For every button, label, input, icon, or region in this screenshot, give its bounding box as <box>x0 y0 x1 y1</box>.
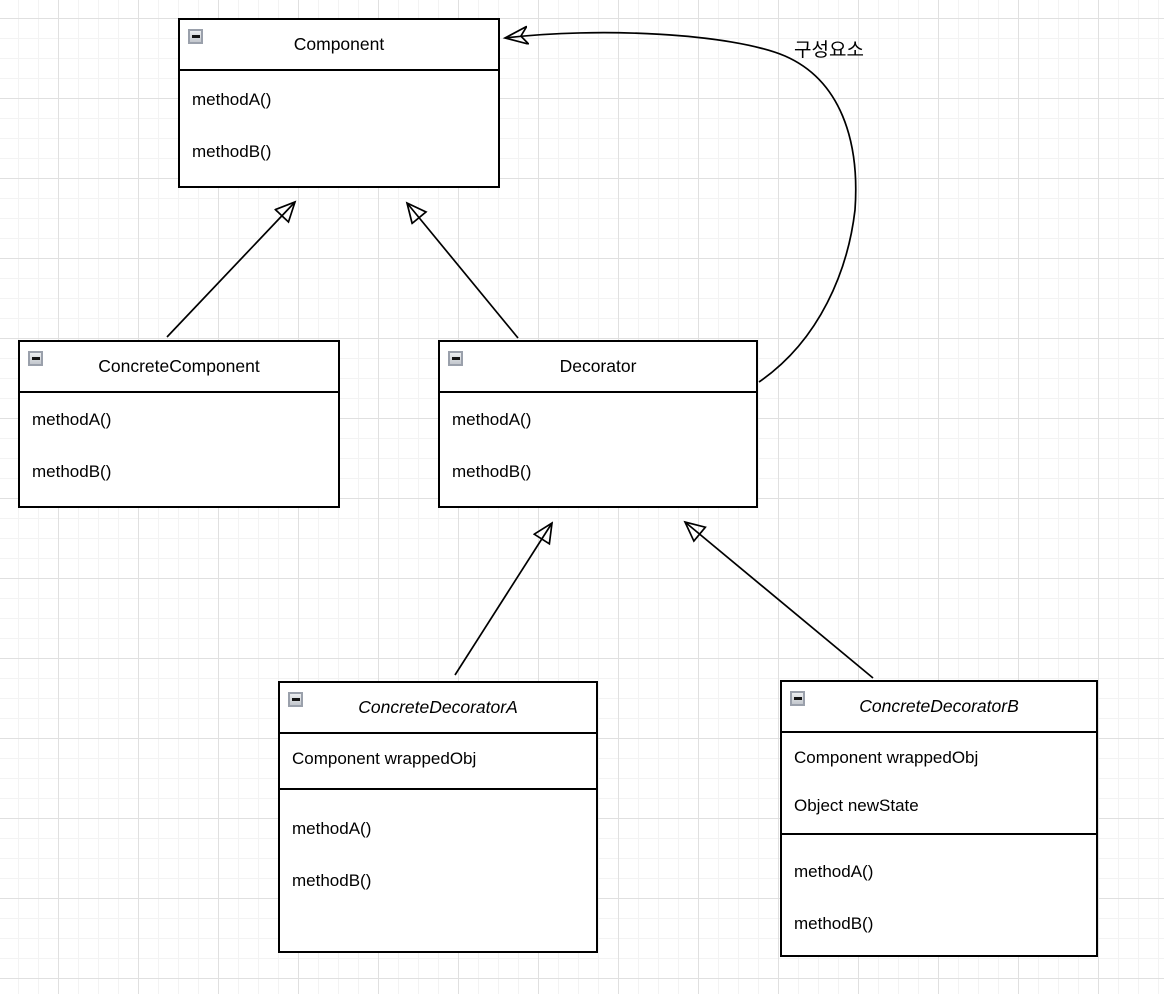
method-row: methodA() <box>452 410 532 429</box>
method-row: methodB() <box>32 462 112 481</box>
association-edge-label: 구성요소 <box>794 40 864 61</box>
class-name: ConcreteComponent <box>98 356 260 376</box>
class-header: Decorator <box>440 342 756 393</box>
method-row: methodA() <box>292 819 372 838</box>
class-header: ConcreteDecoratorB <box>782 682 1096 733</box>
class-header: ConcreteComponent <box>20 342 338 393</box>
methods-section: methodA() methodB() <box>20 393 338 485</box>
generalization-edge-decorator-to-component[interactable] <box>407 203 519 339</box>
methods-section: methodA() methodB() <box>180 71 498 165</box>
field-row: Object newState <box>794 796 919 815</box>
method-row: methodB() <box>794 914 874 933</box>
minus-icon <box>191 35 200 38</box>
minus-icon <box>291 698 300 701</box>
minus-icon <box>31 357 40 360</box>
methods-section: methodA() methodB() <box>782 835 1096 937</box>
collapse-toggle-button[interactable] <box>448 351 463 366</box>
collapse-toggle-button[interactable] <box>28 351 43 366</box>
fields-section: Component wrappedObj Object newState <box>782 733 1096 835</box>
class-box-concretecomponent[interactable]: ConcreteComponent methodA() methodB() <box>18 340 340 508</box>
method-row: methodB() <box>192 142 272 161</box>
generalization-edge-concretecomponent-to-component[interactable] <box>166 202 295 338</box>
class-header: ConcreteDecoratorA <box>280 683 596 734</box>
class-box-component[interactable]: Component methodA() methodB() <box>178 18 500 188</box>
methods-section: methodA() methodB() <box>280 790 596 894</box>
class-header: Component <box>180 20 498 71</box>
method-row: methodB() <box>452 462 532 481</box>
class-box-concretedecoratora[interactable]: ConcreteDecoratorA Component wrappedObj … <box>278 681 598 953</box>
class-name: Component <box>293 34 385 54</box>
association-edge-decorator-to-component[interactable] <box>505 33 857 383</box>
methods-section: methodA() methodB() <box>440 393 756 485</box>
class-box-decorator[interactable]: Decorator methodA() methodB() <box>438 340 758 508</box>
collapse-toggle-button[interactable] <box>790 691 805 706</box>
generalization-edge-concretedecoratora-to-decorator[interactable] <box>454 523 552 676</box>
collapse-toggle-button[interactable] <box>288 692 303 707</box>
field-row: Component wrappedObj <box>292 749 477 768</box>
class-box-concretedecoratorb[interactable]: ConcreteDecoratorB Component wrappedObj … <box>780 680 1098 957</box>
minus-icon <box>451 357 460 360</box>
class-name: Decorator <box>559 356 637 376</box>
field-row: Component wrappedObj <box>794 748 979 767</box>
method-row: methodA() <box>192 90 272 109</box>
class-name: ConcreteDecoratorB <box>859 696 1019 716</box>
method-row: methodB() <box>292 871 372 890</box>
fields-section: Component wrappedObj <box>280 734 596 790</box>
method-row: methodA() <box>32 410 112 429</box>
method-row: methodA() <box>794 862 874 881</box>
generalization-edge-concretedecoratorb-to-decorator[interactable] <box>685 522 874 679</box>
class-name: ConcreteDecoratorA <box>358 697 518 717</box>
collapse-toggle-button[interactable] <box>188 29 203 44</box>
minus-icon <box>793 697 802 700</box>
